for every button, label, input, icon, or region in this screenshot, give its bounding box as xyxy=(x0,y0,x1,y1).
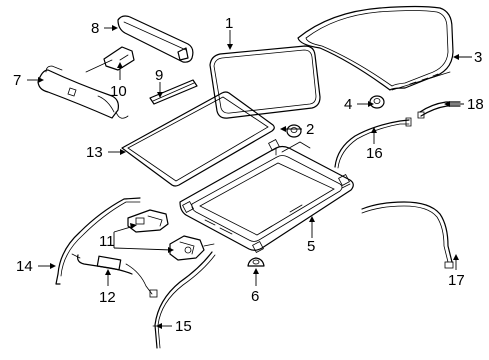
plug xyxy=(286,124,302,138)
label-13: 13 xyxy=(86,144,103,161)
reference-numbers: 1 2 3 4 5 6 7 8 9 10 11 12 13 14 15 16 1… xyxy=(13,15,484,335)
deflector-bracket xyxy=(85,46,135,73)
label-17: 17 xyxy=(448,272,465,289)
drain-hose-short xyxy=(417,101,461,119)
callout-lines xyxy=(27,25,472,329)
label-3: 3 xyxy=(474,49,482,66)
label-5: 5 xyxy=(307,238,315,255)
label-11: 11 xyxy=(99,233,115,250)
motor-lower xyxy=(169,235,215,261)
roof-panel xyxy=(297,5,454,91)
label-4: 4 xyxy=(344,96,352,113)
glass-panel xyxy=(209,45,321,119)
drain-hose-left xyxy=(55,197,141,285)
wiring-harness xyxy=(71,253,158,298)
drain-hose-right xyxy=(361,201,454,269)
label-14: 14 xyxy=(16,258,33,275)
seal-strip xyxy=(149,79,198,105)
sunshade xyxy=(121,91,275,187)
label-10: 10 xyxy=(110,83,127,100)
label-1: 1 xyxy=(225,15,233,32)
grommet-bottom xyxy=(247,257,265,267)
label-9: 9 xyxy=(155,67,163,84)
label-15: 15 xyxy=(175,318,192,335)
label-7: 7 xyxy=(13,72,21,89)
label-12: 12 xyxy=(99,289,116,306)
label-8: 8 xyxy=(91,20,99,37)
wind-deflector xyxy=(117,15,194,63)
motor-upper xyxy=(127,209,169,233)
sunroof-frame xyxy=(179,139,354,253)
grommet xyxy=(369,95,385,109)
front-rail xyxy=(37,65,129,119)
drain-hose-long xyxy=(334,117,412,169)
label-6: 6 xyxy=(251,288,259,305)
label-16: 16 xyxy=(366,145,383,162)
label-18: 18 xyxy=(467,96,484,113)
label-2: 2 xyxy=(306,121,314,138)
